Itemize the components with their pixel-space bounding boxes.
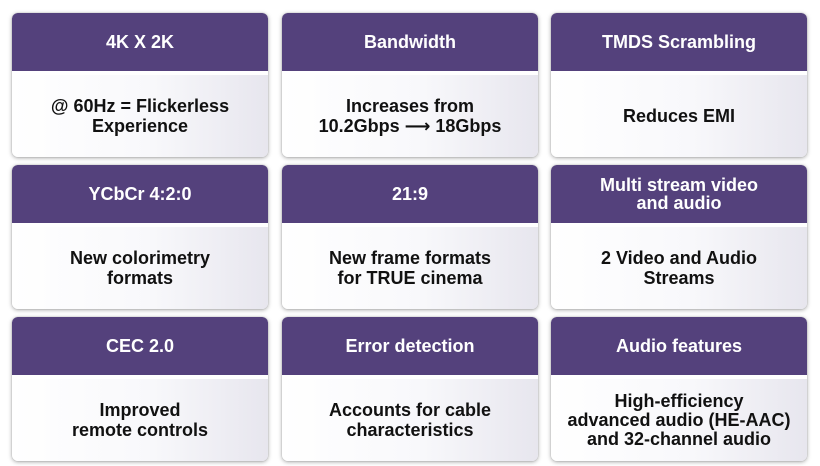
card-title: Bandwidth: [282, 13, 538, 71]
card-title: YCbCr 4:2:0: [12, 165, 268, 223]
card-title: TMDS Scrambling: [551, 13, 807, 71]
card-title: Audio features: [551, 317, 807, 375]
card-description: Improved remote controls: [12, 379, 268, 461]
card-description: New colorimetry formats: [12, 227, 268, 309]
card-multi-stream: Multi stream video and audio 2 Video and…: [551, 165, 807, 309]
card-description: Increases from 10.2Gbps ⟶ 18Gbps: [282, 75, 538, 157]
card-description: Accounts for cable characteristics: [282, 379, 538, 461]
card-description: Reduces EMI: [551, 75, 807, 157]
card-title: CEC 2.0: [12, 317, 268, 375]
card-title: Error detection: [282, 317, 538, 375]
card-4k-x-2k: 4K X 2K @ 60Hz = Flickerless Experience: [12, 13, 268, 157]
card-description: New frame formats for TRUE cinema: [282, 227, 538, 309]
card-title: 4K X 2K: [12, 13, 268, 71]
card-ycbcr-420: YCbCr 4:2:0 New colorimetry formats: [12, 165, 268, 309]
card-error-detection: Error detection Accounts for cable chara…: [282, 317, 538, 461]
card-title: Multi stream video and audio: [551, 165, 807, 223]
card-title: 21:9: [282, 165, 538, 223]
card-cec-2-0: CEC 2.0 Improved remote controls: [12, 317, 268, 461]
card-bandwidth: Bandwidth Increases from 10.2Gbps ⟶ 18Gb…: [282, 13, 538, 157]
card-description: High-efficiency advanced audio (HE-AAC) …: [551, 379, 807, 461]
card-description: 2 Video and Audio Streams: [551, 227, 807, 309]
card-21-9: 21:9 New frame formats for TRUE cinema: [282, 165, 538, 309]
card-description: @ 60Hz = Flickerless Experience: [12, 75, 268, 157]
card-tmds-scrambling: TMDS Scrambling Reduces EMI: [551, 13, 807, 157]
card-audio-features: Audio features High-efficiency advanced …: [551, 317, 807, 461]
